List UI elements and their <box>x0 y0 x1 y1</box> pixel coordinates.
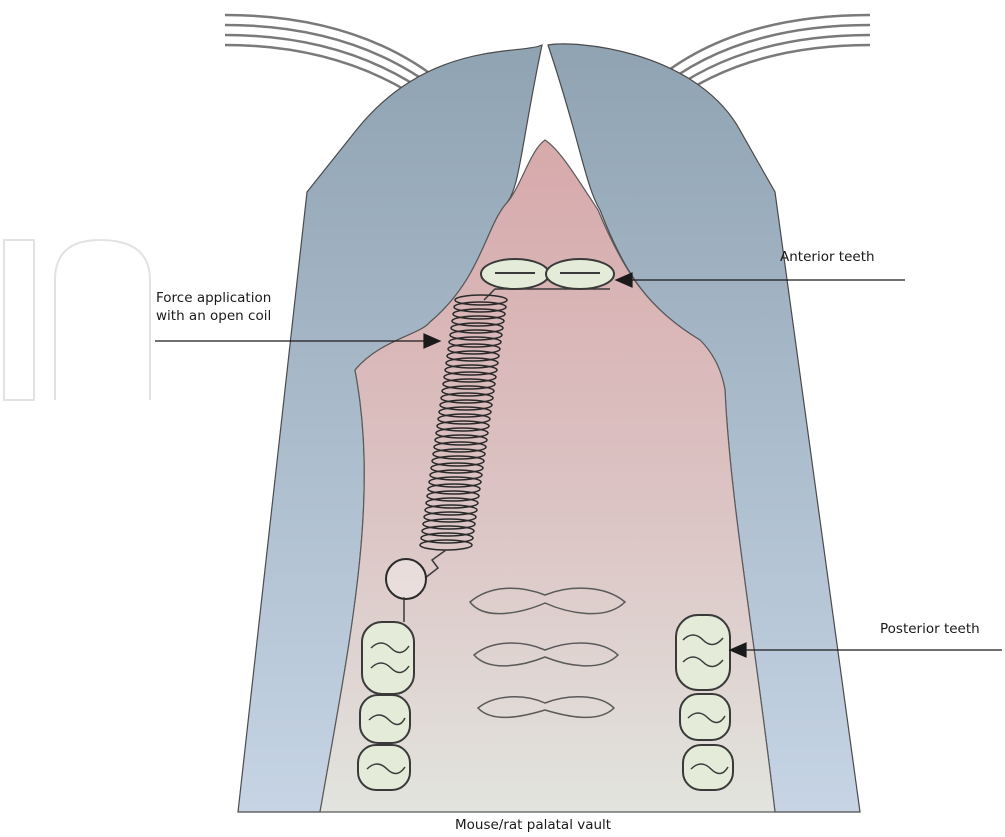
label-anterior-teeth: Anterior teeth <box>780 248 875 266</box>
label-palatal-vault: Mouse/rat palatal vault <box>455 816 611 834</box>
label-force-line2: with an open coil <box>156 307 271 325</box>
watermark-logo <box>4 240 150 400</box>
left-posterior-teeth <box>358 622 414 790</box>
stop-ring <box>386 559 426 599</box>
label-force-line1: Force application <box>156 289 271 307</box>
right-posterior-teeth <box>676 615 733 790</box>
label-posterior-teeth: Posterior teeth <box>880 620 980 638</box>
label-force-application: Force application with an open coil <box>156 289 271 325</box>
